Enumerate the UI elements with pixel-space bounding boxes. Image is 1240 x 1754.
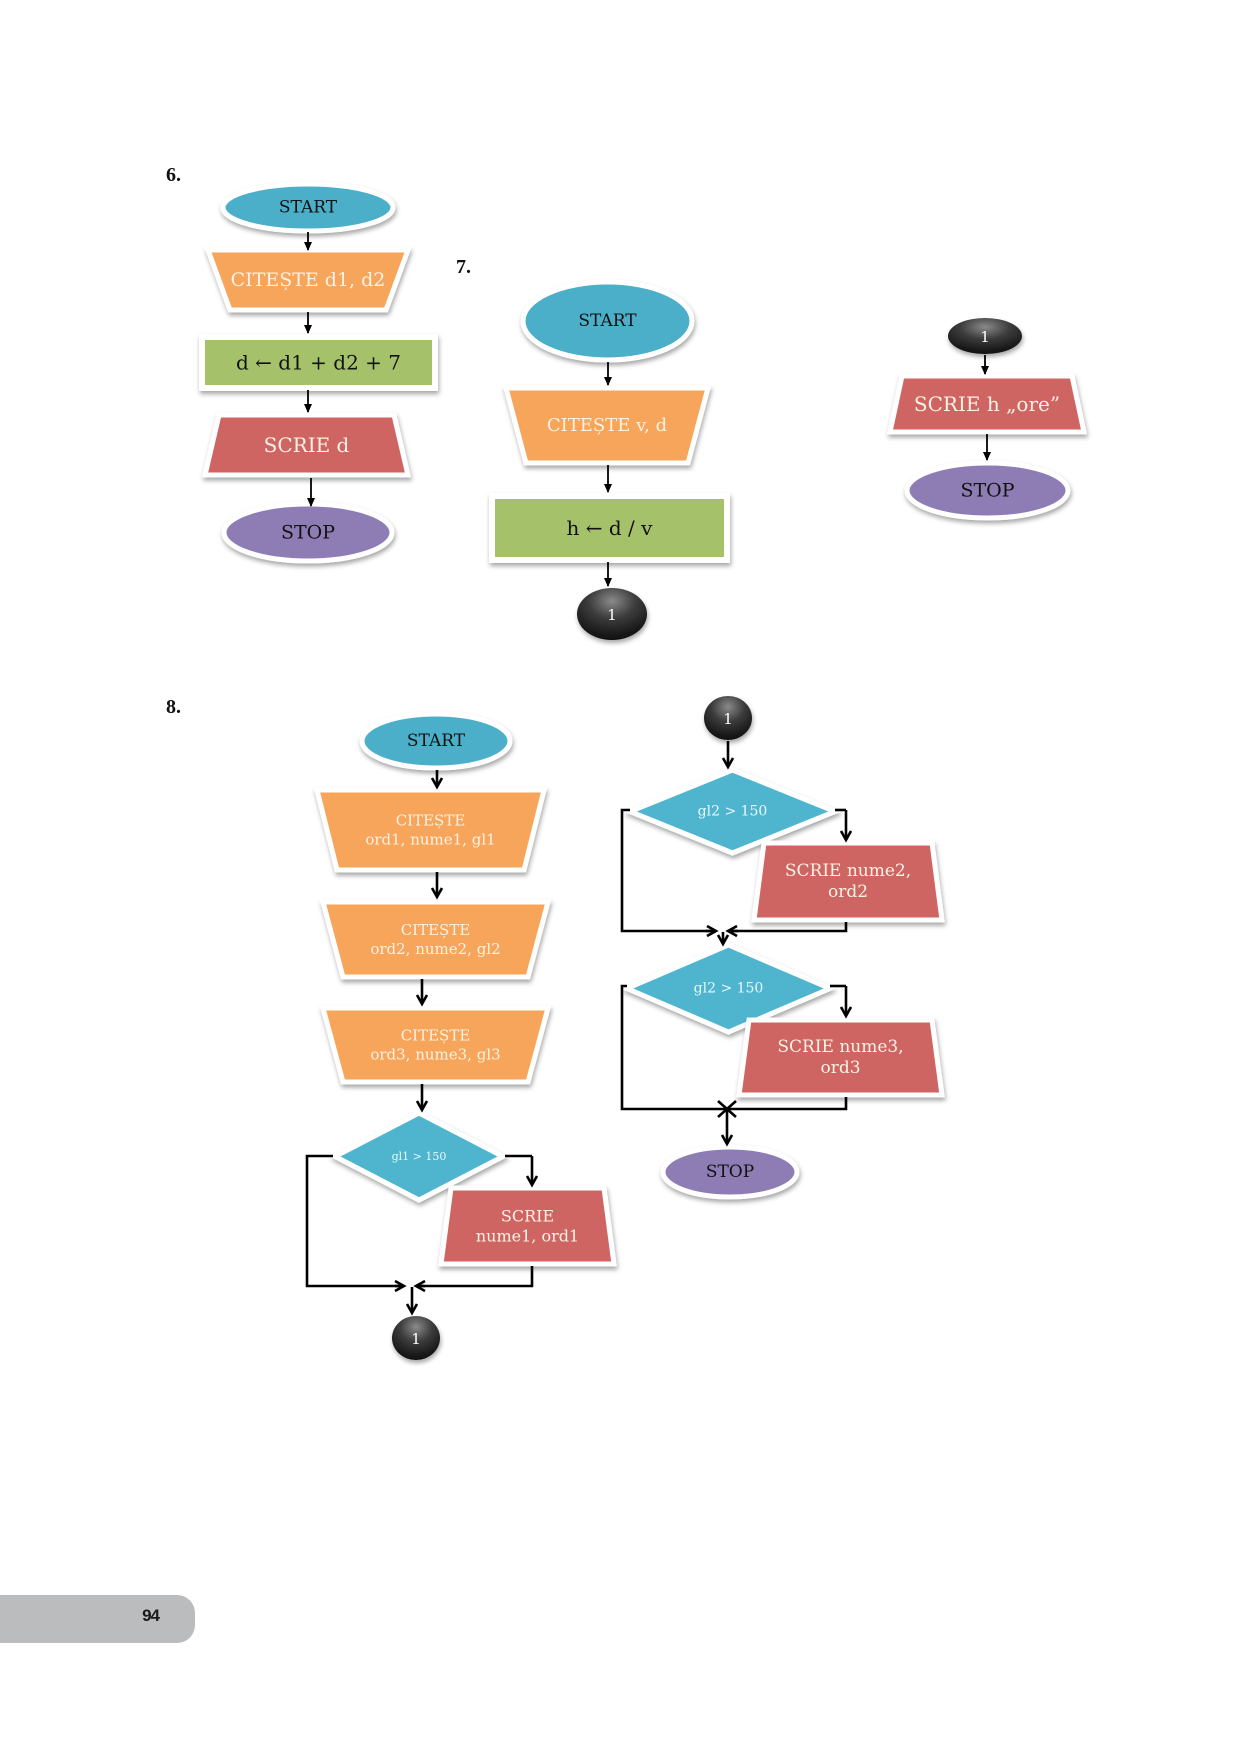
- ex6-read-block: [204, 247, 412, 313]
- ex7-write-block-text: SCRIE h „ore”: [914, 392, 1060, 416]
- ex6-process-block: [199, 334, 438, 391]
- ex7-read-block-text: CITEȘTE v, d: [547, 415, 667, 436]
- ex8-decision2-false-line: [620, 808, 714, 933]
- ex8-read3-block: [319, 1005, 552, 1085]
- ex8-write2-block: [751, 840, 945, 923]
- ex8-decision1: [329, 1110, 509, 1203]
- ex6-start-terminal: [220, 181, 396, 234]
- ex8-decision2: [623, 767, 842, 856]
- ex6-write-block-text: SCRIE d: [264, 433, 350, 457]
- ex8-read2-block-text: ord2, nume2, gl2: [370, 940, 500, 958]
- ex8-read1-block-text: CITEȘTE: [396, 812, 466, 830]
- page-number: 94: [142, 1606, 160, 1625]
- ex7-connector-in: [948, 318, 1022, 354]
- ex7-stop-terminal: [904, 460, 1071, 521]
- exercise-number-8: 8.: [166, 696, 181, 718]
- ex6-stop-terminal-text: STOP: [281, 522, 335, 544]
- ex7-stop-terminal-text: STOP: [960, 480, 1014, 502]
- ex7-connector-out-text: 1: [607, 606, 617, 624]
- ex8-read1-block: [313, 787, 548, 873]
- ex8-decision3-text: gl2 > 150: [694, 981, 764, 997]
- ex8-write3-block-text: SCRIE nume3,: [777, 1037, 903, 1057]
- ex8-write3-block-text: ord3: [820, 1058, 860, 1078]
- ex7-start-terminal-text: START: [578, 311, 637, 331]
- ex6-read-block-text: CITEȘTE d1, d2: [231, 269, 386, 291]
- ex8-read3-block-text: CITEȘTE: [401, 1027, 471, 1045]
- ex8-write3-block: [736, 1017, 945, 1098]
- ex8-read2-block-text: CITEȘTE: [401, 921, 471, 939]
- ex8-connector-in: [704, 696, 752, 740]
- exercise-number-7: 7.: [456, 256, 471, 278]
- ex8-start-terminal-text: START: [407, 731, 466, 751]
- ex8-write2-block-text: ord2: [828, 882, 868, 902]
- ex8-decision2-text: gl2 > 150: [698, 804, 768, 820]
- ex7-read-block: [502, 385, 712, 466]
- ex7-process-block-text: h ← d / v: [567, 516, 654, 540]
- ex8-stop-terminal-text: STOP: [706, 1162, 754, 1182]
- ex8-stop-terminal: [660, 1144, 800, 1200]
- ex6-process-block-text: d ← d1 + d2 + 7: [236, 351, 401, 375]
- ex8-read3-block-text: ord3, nume3, gl3: [370, 1045, 500, 1063]
- ex8-write1-block: [438, 1185, 617, 1267]
- ex8-write1-block-text: nume1, ord1: [476, 1227, 579, 1246]
- ex8-decision1-text: gl1 > 150: [392, 1150, 447, 1163]
- ex8-start-terminal: [359, 711, 513, 771]
- ex6-write-block: [201, 412, 412, 478]
- ex8-decision1-false-line: [305, 1154, 402, 1288]
- ex8-merge3-line: [620, 984, 848, 1111]
- ex8-decision3: [620, 942, 837, 1035]
- ex8-connector-in-text: 1: [723, 710, 733, 728]
- page-number-tab: 94: [0, 1595, 195, 1643]
- ex7-start-terminal: [520, 279, 695, 363]
- ex7-connector-in-text: 1: [980, 328, 990, 346]
- ex8-merge3-junction: [717, 1100, 737, 1118]
- ex8-write1-block-text: SCRIE: [501, 1207, 554, 1226]
- ex8-read1-block-text: ord1, nume1, gl1: [365, 830, 495, 848]
- exercise-number-6: 6.: [166, 164, 181, 186]
- ex7-process-block: [489, 493, 730, 563]
- ex7-connector-out: [577, 588, 647, 640]
- ex7-write-block: [886, 373, 1088, 435]
- ex8-connector-out-text: 1: [411, 1330, 421, 1348]
- ex8-connector-out: [392, 1316, 440, 1360]
- ex8-read2-block: [319, 899, 552, 980]
- ex6-start-terminal-text: START: [279, 198, 338, 218]
- ex8-write2-return-line: [730, 922, 848, 933]
- ex8-write2-block-text: SCRIE nume2,: [785, 861, 911, 881]
- ex8-write1-return-line: [418, 1266, 534, 1288]
